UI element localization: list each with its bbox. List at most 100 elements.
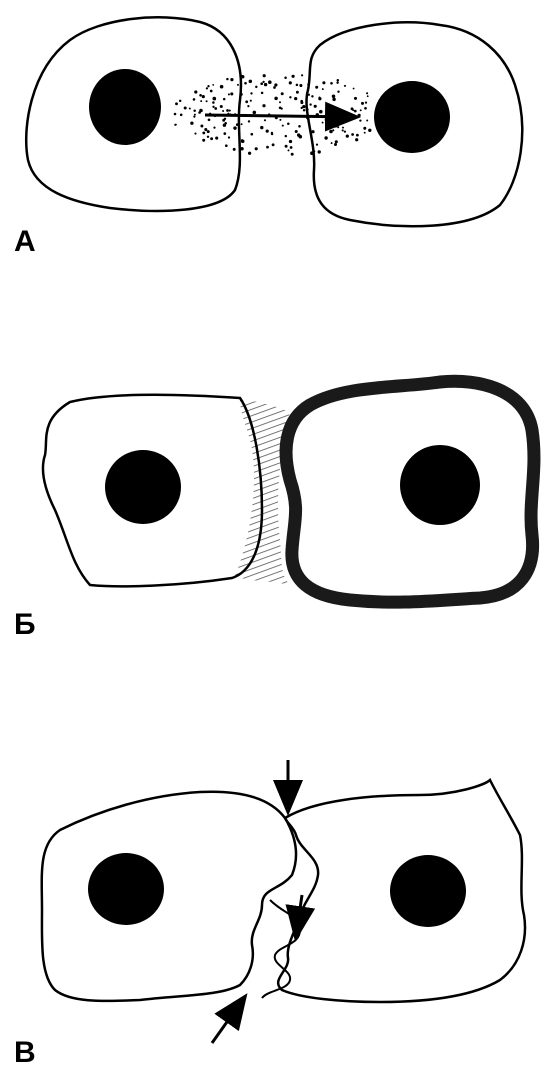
stipple-dot: [322, 122, 324, 124]
stipple-dot: [366, 120, 368, 122]
panel-label-c: В: [14, 1038, 36, 1068]
stipple-dot: [266, 146, 269, 149]
stipple-dot: [180, 114, 183, 117]
stipple-dot: [271, 132, 273, 134]
stipple-dot: [200, 125, 203, 128]
stipple-dot: [309, 103, 311, 105]
stipple-dot: [223, 98, 226, 101]
stipple-dot: [279, 119, 281, 121]
stipple-dot: [210, 90, 213, 93]
stipple-dot: [296, 91, 299, 94]
stipple-dot: [332, 98, 335, 101]
stipple-dot: [260, 126, 263, 129]
stipple-dot: [356, 134, 359, 137]
stipple-dot: [279, 106, 282, 109]
stipple-dot: [223, 124, 226, 127]
stipple-dot: [189, 108, 191, 110]
stipple-dot: [318, 97, 321, 100]
stipple-dot: [248, 120, 250, 122]
stipple-dot: [198, 111, 201, 114]
stipple-dot: [295, 130, 298, 133]
stipple-dot: [226, 78, 228, 80]
stipple-dot: [273, 86, 276, 89]
stipple-dot: [289, 96, 291, 98]
stipple-dot: [245, 100, 248, 103]
stipple-dot: [334, 125, 337, 128]
stipple-dot: [193, 115, 195, 117]
stipple-dot: [240, 147, 244, 151]
stipple-dot: [212, 106, 214, 108]
cell-right-nucleus: [400, 445, 480, 525]
stipple-dot: [174, 113, 177, 116]
stipple-dot: [200, 100, 202, 102]
stipple-dot: [199, 94, 202, 97]
stipple-dot: [289, 140, 292, 143]
stipple-dot: [336, 82, 338, 84]
stipple-dot: [366, 92, 368, 94]
stipple-dot: [342, 129, 344, 131]
stipple-dot: [365, 101, 367, 103]
stipple-dot: [332, 129, 334, 131]
stipple-dot: [342, 127, 344, 129]
stipple-dot: [255, 147, 258, 150]
stipple-dot: [202, 131, 205, 134]
stipple-dot: [316, 143, 318, 145]
stipple-dot: [193, 98, 196, 101]
stipple-dot: [364, 107, 367, 110]
stipple-dot: [193, 110, 195, 112]
stipple-dot: [284, 77, 287, 80]
stipple-dot: [301, 74, 303, 76]
stipple-dot: [220, 85, 224, 89]
cell-left-outline: [42, 792, 296, 1001]
stipple-dot: [360, 109, 362, 111]
stipple-dot: [274, 83, 277, 86]
interdigitation: [262, 900, 300, 998]
stipple-dot: [247, 105, 249, 107]
stipple-dot: [353, 88, 355, 90]
stipple-dot: [225, 144, 228, 147]
stipple-dot: [206, 100, 208, 102]
stipple-dot: [244, 82, 247, 85]
stipple-dot: [213, 126, 215, 128]
panel-label-a: А: [14, 227, 36, 257]
stipple-dot: [241, 140, 245, 144]
cell-right-nucleus: [374, 81, 450, 153]
panel-a: А: [0, 0, 546, 270]
stipple-dot: [233, 148, 236, 151]
stipple-dot: [207, 136, 209, 138]
stipple-dot: [291, 75, 294, 78]
stipple-dot: [325, 118, 328, 121]
stipple-dot: [212, 84, 214, 86]
stipple-dot: [311, 130, 314, 133]
stipple-dot: [206, 87, 208, 89]
stipple-dot: [175, 124, 177, 126]
stipple-dot: [364, 132, 366, 134]
panel-b-drawing: [0, 360, 546, 660]
panel-label-b: Б: [14, 610, 36, 640]
stipple-dot: [190, 122, 193, 125]
stipple-dot: [288, 149, 290, 151]
stipple-dot: [253, 111, 257, 115]
stipple-dot: [204, 128, 207, 131]
stipple-dot: [289, 81, 292, 84]
stipple-dot: [208, 118, 211, 121]
junction-arrow-bottom: [212, 998, 244, 1043]
stipple-dot: [228, 93, 230, 95]
cell-left-nucleus: [89, 69, 161, 145]
stipple-dot: [299, 84, 302, 87]
stipple-dot: [346, 134, 349, 137]
stipple-dot: [368, 129, 371, 132]
stipple-dot: [329, 124, 332, 127]
stipple-dot: [367, 95, 369, 97]
stipple-dot: [179, 100, 181, 102]
stipple-dot: [250, 92, 252, 94]
stipple-dot: [240, 93, 243, 96]
stipple-dot: [329, 130, 333, 134]
stipple-dot: [210, 137, 213, 140]
stipple-dot: [274, 97, 278, 101]
stipple-dot: [194, 90, 197, 93]
stipple-dot: [241, 123, 243, 125]
stipple-dot: [202, 139, 205, 142]
stipple-dot: [355, 138, 358, 141]
stipple-dot: [214, 107, 217, 110]
